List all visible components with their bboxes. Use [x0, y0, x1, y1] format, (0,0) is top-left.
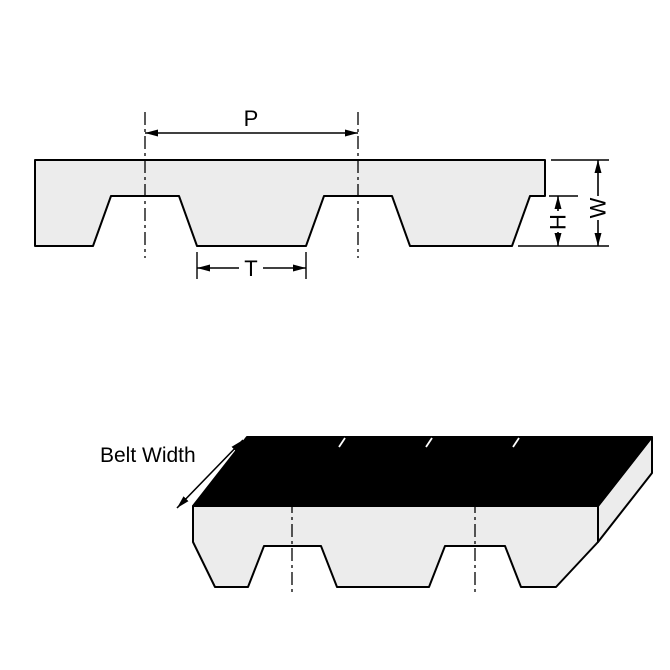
belt-top-face — [192, 436, 653, 507]
isometric-view: Belt Width — [100, 436, 653, 596]
tooth-seam-tick — [512, 437, 520, 448]
height-label-bg — [548, 211, 568, 232]
thickness-label-bg — [587, 196, 609, 220]
height-label: H — [546, 214, 571, 230]
tooth-label: T — [244, 256, 257, 281]
tooth-seam-tick — [338, 437, 346, 448]
belt-width-arrow — [176, 439, 244, 509]
tooth-seam-tick — [425, 437, 433, 448]
pitch-label: P — [244, 106, 259, 131]
profile-view: P T H W — [34, 106, 611, 281]
tooth-label-bg — [239, 257, 263, 279]
thickness-label: W — [586, 197, 611, 218]
belt-profile — [34, 159, 546, 247]
belt-width-label: Belt Width — [100, 444, 196, 467]
belt-front-face — [192, 505, 599, 588]
